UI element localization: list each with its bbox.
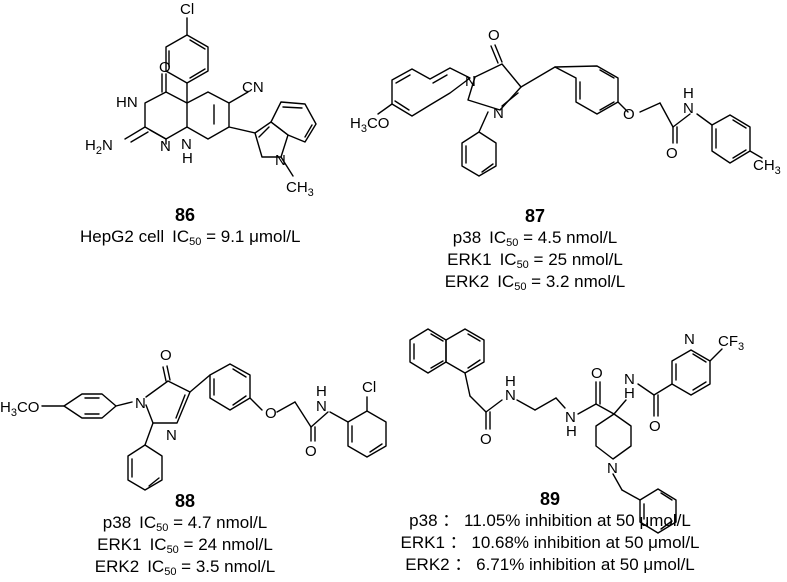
atom-label: H [316, 383, 327, 400]
compound-number: 87 [524, 206, 546, 226]
atom-label: N [275, 152, 286, 169]
atom-label: N [505, 387, 516, 404]
atom-label: H2N [85, 137, 113, 157]
atom-label: N [316, 398, 327, 415]
activity-target: ERK1 [97, 535, 142, 554]
activity-value: 6.71% inhibition at 50 μmol/L [476, 555, 695, 574]
atom-label: N [607, 460, 618, 477]
activity-value: 11.05% inhibition at 50 μmol/L [464, 511, 691, 530]
activity-line: ERK2 ： 6.71% inhibition at 50 μmol/L [380, 554, 720, 576]
atom-label: CN [242, 79, 264, 96]
activity-target: p38 [452, 228, 482, 247]
atom-label: N [565, 409, 576, 426]
atom-label: N [624, 371, 635, 388]
atom-label: O [623, 106, 635, 123]
atom-label: N [465, 73, 476, 90]
activity-value: 3.2 nmol/L [545, 272, 626, 291]
activity-value: 4.7 nmol/L [187, 513, 268, 532]
atom-label: O [649, 418, 661, 435]
structure-87: O N N H3CO O O H N [350, 27, 781, 177]
compound-number: 88 [174, 491, 196, 511]
activity-target: ERK2 [405, 555, 450, 574]
activity-value: 24 nmol/L [198, 535, 273, 554]
activity-target: ERK2 [444, 272, 490, 291]
activity-value: 25 nmol/L [548, 250, 623, 269]
activity-target: ERK1 [447, 250, 492, 269]
compound-number: 89 [539, 489, 561, 509]
atom-label: N [684, 331, 695, 348]
activity-target: ERK2 [94, 557, 140, 576]
activity-target: HepG2 cell [80, 227, 165, 246]
activity-target: p38 [409, 511, 438, 530]
caption-89: 89 p38 ： 11.05% inhibition at 50 μmol/L … [380, 488, 720, 576]
atom-label: H [683, 85, 694, 102]
atom-label: N [493, 105, 504, 122]
atom-label: N [160, 138, 171, 155]
separator: ： [449, 533, 467, 552]
activity-target: p38 [102, 513, 132, 532]
atom-label: N [135, 395, 146, 412]
atom-label: O [159, 59, 171, 76]
atom-label: Cl [362, 379, 376, 396]
structure-88: H3CO N O N O O H N Cl [0, 347, 387, 491]
activity-line: p38 ： 11.05% inhibition at 50 μmol/L [380, 510, 720, 532]
activity-line: ERK1 ： 10.68% inhibition at 50 μmol/L [380, 532, 720, 554]
activity-value: 3.5 nmol/L [195, 557, 276, 576]
activity-target: ERK1 [400, 533, 445, 552]
compound-number: 86 [174, 205, 196, 225]
atom-label: CH3 [286, 179, 314, 199]
atom-label: CH3 [753, 157, 781, 177]
atom-label: O [265, 405, 277, 422]
atom-label: O [591, 365, 603, 382]
structure-89: O H N N H O N H N O N CF3 [409, 328, 744, 534]
atom-label: N [683, 100, 694, 117]
atom-label: H [566, 423, 577, 440]
structure-86: Cl O HN CN H2N N N H N CH3 [85, 1, 317, 199]
atom-label: H [182, 150, 193, 167]
atom-label: HN [116, 94, 138, 111]
activity-value: 4.5 nmol/L [537, 228, 618, 247]
separator: ： [454, 555, 472, 574]
atom-label: O [480, 431, 492, 448]
atom-label: O [160, 347, 172, 364]
atom-label: O [488, 27, 500, 44]
separator: ： [442, 511, 460, 530]
atom-label: N [181, 136, 192, 153]
atom-label: N [166, 427, 177, 444]
activity-value: 10.68% inhibition at 50 μmol/L [471, 533, 700, 552]
atom-label: CF3 [718, 333, 744, 353]
atom-label: H3CO [350, 115, 389, 135]
atom-label: O [666, 145, 678, 162]
atom-label: H [505, 373, 516, 390]
activity-value: 9.1 μmol/L [220, 227, 301, 246]
atom-label: O [305, 443, 317, 460]
atom-label: Cl [180, 1, 194, 18]
atom-label: H [624, 385, 635, 402]
atom-label: H3CO [0, 399, 39, 419]
